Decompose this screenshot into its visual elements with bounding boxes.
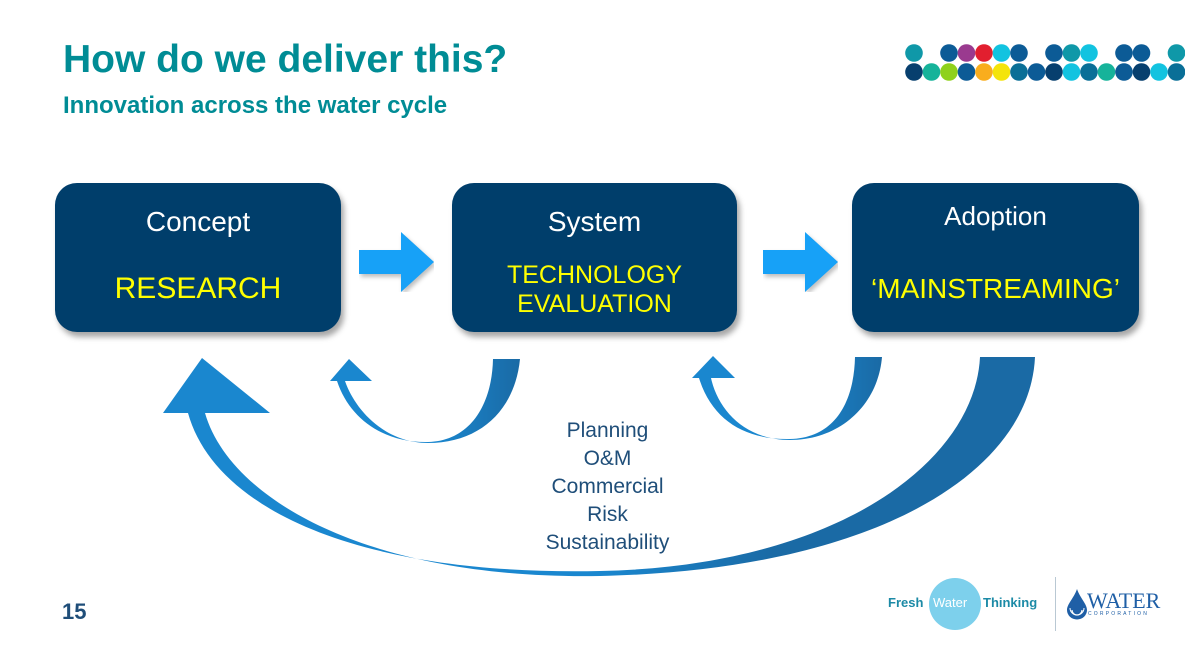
brand-dot	[992, 63, 1011, 81]
water-circle-icon	[929, 578, 981, 630]
evaluation-factors-list: Planning O&M Commercial Risk Sustainabil…	[520, 417, 695, 557]
brand-dot	[1080, 44, 1098, 62]
brand-dot	[975, 44, 993, 62]
small-feedback-arrow-icon	[692, 356, 882, 440]
logo-word: Thinking	[983, 595, 1038, 610]
brand-dot	[905, 44, 923, 62]
logo-word: Fresh	[888, 595, 924, 610]
brand-dot	[1167, 44, 1185, 62]
brand-dot	[1010, 44, 1028, 62]
brand-dot	[992, 44, 1011, 62]
stage-system-box: System TECHNOLOGY EVALUATION	[452, 183, 737, 332]
stage-label: ‘MAINSTREAMING’	[871, 273, 1120, 304]
factor-item: O&M	[583, 447, 632, 470]
brand-dot	[1097, 63, 1116, 81]
factor-item: Sustainability	[545, 531, 670, 554]
logo-subname: CORPORATION	[1088, 611, 1150, 617]
brand-dot	[957, 63, 976, 81]
brand-dot	[1115, 44, 1133, 62]
brand-dot	[1150, 63, 1168, 81]
factor-item: Risk	[587, 503, 628, 526]
brand-dot	[1045, 63, 1063, 81]
stage-heading: Adoption	[944, 201, 1047, 231]
brand-dots-logo	[905, 44, 1185, 81]
stage-concept-box: Concept RESEARCH	[55, 183, 341, 332]
stage-adoption-box: Adoption ‘MAINSTREAMING’	[852, 183, 1139, 332]
factor-item: Commercial	[551, 475, 664, 498]
brand-dot	[1010, 63, 1028, 81]
brand-dot	[922, 63, 941, 81]
stage-label-line: TECHNOLOGY	[506, 261, 683, 289]
brand-dot	[1132, 63, 1151, 81]
stage-label: RESEARCH	[114, 272, 282, 305]
water-drop-icon	[1067, 589, 1087, 620]
logo-word: Water	[933, 595, 968, 610]
brand-dot	[957, 44, 976, 62]
fresh-water-thinking-logo: Fresh Water Thinking	[886, 578, 1046, 630]
logo-divider	[1055, 577, 1056, 631]
page-number: 15	[62, 599, 87, 624]
slide-subtitle: Innovation across the water cycle	[63, 92, 448, 119]
right-arrow-icon	[763, 232, 838, 292]
brand-dot	[975, 63, 993, 81]
stage-label-line: EVALUATION	[517, 289, 672, 318]
stage-label: TECHNOLOGY EVALUATION	[452, 261, 737, 319]
right-arrow-icon	[359, 232, 434, 292]
brand-dot	[940, 44, 958, 62]
brand-dot	[1080, 63, 1098, 81]
brand-dot	[1062, 63, 1081, 81]
stage-heading: System	[547, 206, 642, 237]
water-corporation-logo: WATER CORPORATION	[1066, 588, 1181, 624]
factor-item: Planning	[566, 419, 649, 442]
stage-heading: Concept	[145, 206, 251, 237]
brand-dot	[905, 63, 923, 81]
brand-dot	[1115, 63, 1133, 81]
slide-title: How do we deliver this?	[63, 38, 508, 81]
brand-dot	[1167, 63, 1185, 81]
brand-dot	[940, 63, 958, 81]
brand-dot	[1132, 44, 1151, 62]
brand-dot	[1027, 63, 1046, 81]
small-feedback-arrow-icon	[330, 359, 520, 443]
logo-name: WATER	[1087, 588, 1161, 613]
brand-dot	[1045, 44, 1063, 62]
brand-dot	[1062, 44, 1081, 62]
